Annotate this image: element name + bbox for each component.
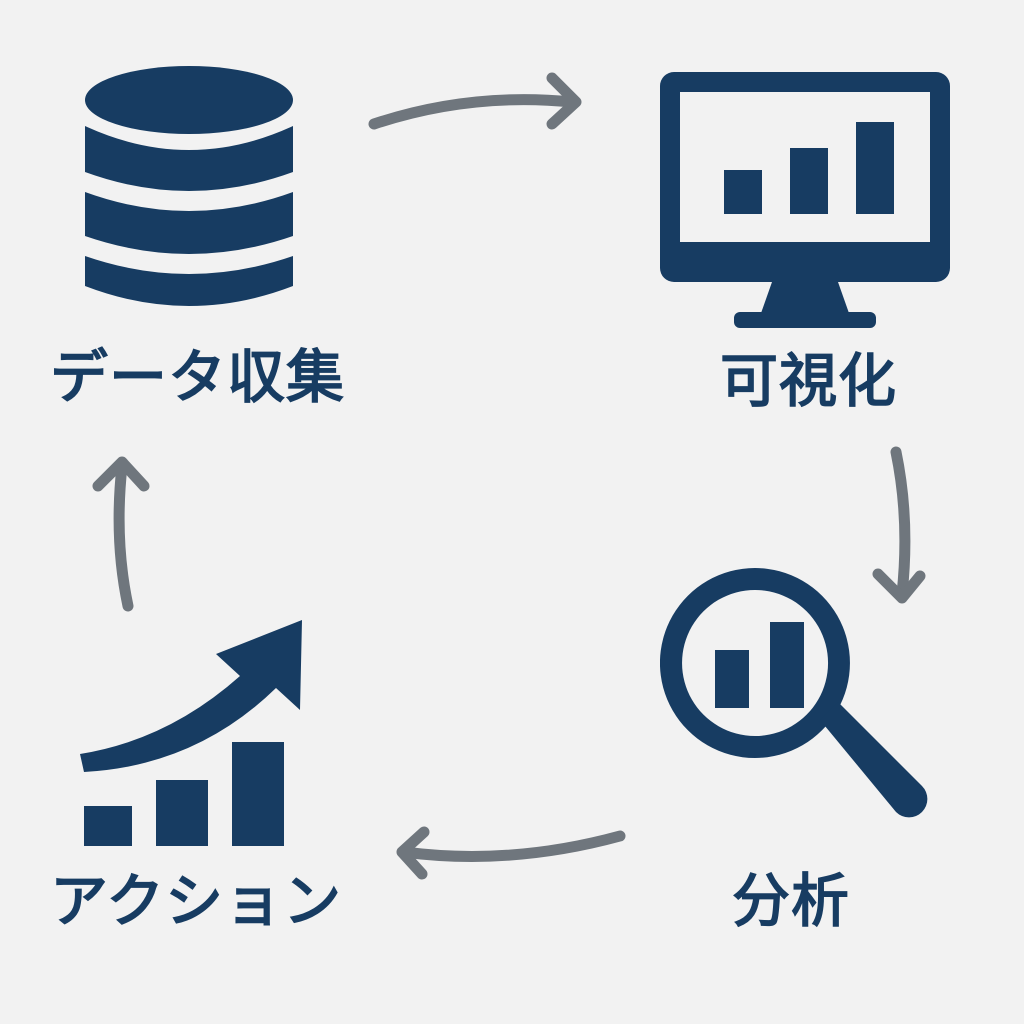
node-label-action: アクション [50,867,343,935]
growth-chart-icon [80,620,302,846]
node-label-collect: データ収集 [50,343,346,411]
arrow-action-to-collect [92,456,150,612]
magnifier-chart-icon [660,568,928,818]
arrow-analyze-to-action [396,826,626,880]
database-icon [85,66,293,306]
arrow-collect-to-visualize [368,72,582,130]
arrow-visualize-to-analyze [872,446,926,604]
node-label-analyze: 分析 [732,867,851,935]
node-label-visualize: 可視化 [720,347,898,415]
monitor-chart-icon [660,72,950,328]
